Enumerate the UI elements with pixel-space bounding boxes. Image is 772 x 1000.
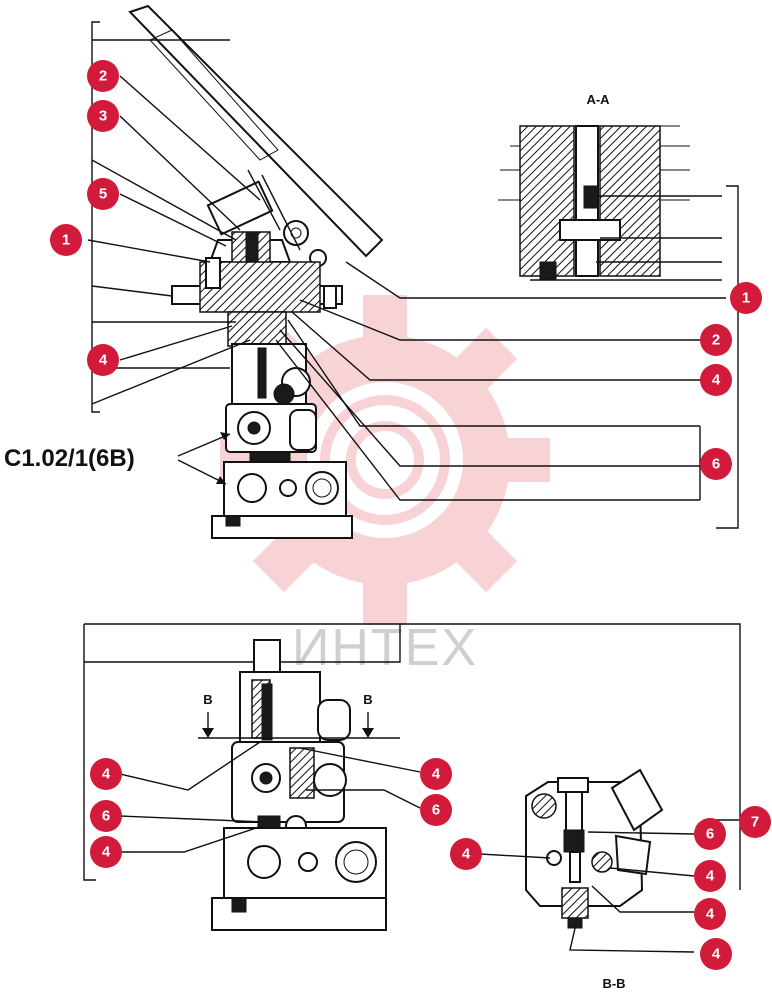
callout-4-bb-left: 4	[450, 838, 482, 870]
top-main-view: C1.02/1(6B)	[4, 4, 739, 539]
svg-text:2: 2	[712, 332, 720, 349]
callout-6-bottom-left: 6	[90, 800, 122, 832]
model-label: C1.02/1(6B)	[4, 445, 135, 472]
svg-text:4: 4	[432, 766, 441, 783]
svg-text:1: 1	[62, 232, 70, 249]
callout-2-top-left: 2	[87, 60, 119, 92]
callout-7-bb: 7	[739, 806, 771, 838]
section-aa-view: A-A	[498, 92, 722, 281]
cut-b-right: B	[363, 692, 372, 707]
callout-4-top-left: 4	[87, 344, 119, 376]
callout-4-bb-c: 4	[700, 938, 732, 970]
callout-4-top-right: 4	[700, 364, 732, 396]
svg-text:4: 4	[99, 352, 108, 369]
callout-5-top-left: 5	[87, 178, 119, 210]
callout-4-bb-b: 4	[694, 898, 726, 930]
svg-text:4: 4	[706, 868, 715, 885]
callout-2-top-right: 2	[700, 324, 732, 356]
callouts: 2 3 5 1 4 1 2 4 6 4 6 4 4 6 6 7 4 4 4 4	[50, 60, 771, 970]
svg-text:4: 4	[706, 906, 715, 923]
svg-text:5: 5	[99, 186, 107, 203]
callout-6-top-right: 6	[700, 448, 732, 480]
svg-text:4: 4	[462, 846, 471, 863]
section-aa-label: A-A	[586, 92, 610, 107]
svg-text:1: 1	[742, 290, 750, 307]
svg-text:6: 6	[706, 826, 714, 843]
bottom-main-view: B B	[83, 623, 741, 931]
svg-text:3: 3	[99, 108, 107, 125]
callout-1-top-right: 1	[730, 282, 762, 314]
cut-b-left: B	[203, 692, 212, 707]
svg-text:6: 6	[712, 456, 720, 473]
svg-text:4: 4	[712, 372, 721, 389]
svg-text:6: 6	[432, 802, 440, 819]
svg-text:6: 6	[102, 808, 110, 825]
callout-1-top-left: 1	[50, 224, 82, 256]
callout-4-bb-a: 4	[694, 860, 726, 892]
callout-3-top-left: 3	[87, 100, 119, 132]
svg-text:4: 4	[102, 844, 111, 861]
svg-text:4: 4	[712, 946, 721, 963]
section-bb-label: B-B	[602, 976, 625, 991]
callout-6-bottom-mid: 6	[420, 794, 452, 826]
watermark-text: ИНТЕХ	[292, 619, 478, 677]
svg-text:4: 4	[102, 766, 111, 783]
callout-6-bb: 6	[694, 818, 726, 850]
callout-4-bottom-mid: 4	[420, 758, 452, 790]
svg-text:2: 2	[99, 68, 107, 85]
callout-4-bottom-left-a: 4	[90, 758, 122, 790]
callout-4-bottom-left-b: 4	[90, 836, 122, 868]
svg-text:7: 7	[751, 814, 759, 831]
section-bb-view: B-B	[479, 768, 740, 991]
